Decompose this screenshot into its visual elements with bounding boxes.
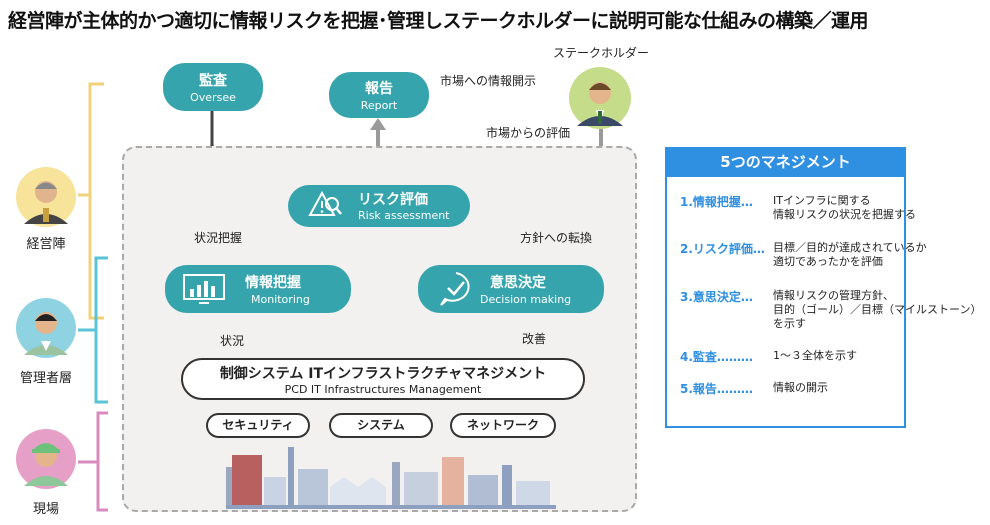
label-status: 状況 — [220, 334, 245, 348]
panel-item-1-value: ITインフラに関する情報リスクの状況を把握する — [773, 194, 916, 221]
risk-label: リスク評価 — [358, 192, 428, 208]
report-sublabel: Report — [360, 99, 398, 112]
panel-item-3-value: 情報リスクの管理方針、目的（ゴール）／目標（マイルストーン）を示す — [773, 289, 982, 330]
panel-item-2-key: 2.リスク評価… — [680, 242, 765, 256]
subsystem-network: ネットワーク — [450, 413, 556, 438]
manager-avatar — [14, 297, 78, 363]
node-it-management: 制御システム ITインフラストラクチャマネジメント PCD IT Infrast… — [181, 358, 585, 400]
field-avatar — [14, 428, 78, 494]
monitoring-sublabel: Monitoring — [251, 293, 310, 306]
monitor-chart-icon — [183, 274, 225, 304]
executive-avatar — [14, 166, 78, 232]
panel-item-4-key: 4.監査……… — [680, 350, 753, 364]
node-audit: 監査 Oversee — [163, 63, 263, 111]
field-bracket — [96, 411, 108, 512]
check-bubble-icon — [440, 272, 470, 306]
panel-item-4-value: 1～３全体を示す — [773, 349, 857, 362]
role-manager: 管理者層 — [19, 371, 72, 386]
decision-sublabel: Decision making — [480, 293, 572, 306]
subsystem-security: セキュリティ — [206, 413, 310, 438]
role-field: 現場 — [32, 502, 59, 517]
monitoring-label: 情報把握 — [245, 275, 301, 291]
node-risk-assessment: リスク評価 Risk assessment — [288, 185, 470, 227]
role-executive: 経営陣 — [26, 237, 66, 252]
audit-label: 監査 — [199, 73, 227, 89]
label-disclose: 市場への情報開示 — [440, 74, 537, 88]
node-monitoring: 情報把握 Monitoring — [165, 265, 351, 313]
mgmt-sublabel: PCD IT Infrastructures Management — [284, 383, 482, 396]
label-evaluation: 市場からの評価 — [486, 126, 571, 140]
panel-item-3-key: 3.意思決定… — [680, 290, 753, 304]
stakeholder-avatar — [567, 66, 633, 134]
label-improve: 改善 — [522, 332, 547, 346]
report-label: 報告 — [365, 81, 393, 97]
panel-header: 5つのマネジメント — [665, 147, 906, 177]
manager-bracket — [94, 256, 108, 404]
node-decision: 意思決定 Decision making — [418, 265, 604, 313]
page-title: 経営陣が主体的かつ適切に情報リスクを把握･管理しステークホルダーに説明可能な仕組… — [8, 10, 869, 32]
panel-item-2-value: 目標／目的が達成されているか適切であったかを評価 — [773, 241, 927, 268]
panel-item-5-value: 情報の開示 — [773, 381, 828, 394]
decision-label: 意思決定 — [490, 275, 546, 291]
node-report: 報告 Report — [329, 72, 429, 118]
risk-search-icon — [308, 190, 342, 216]
panel-item-5-key: 5.報告……… — [680, 382, 753, 396]
label-policy: 方針への転換 — [520, 231, 593, 245]
stakeholder-label: ステークホルダー — [553, 46, 650, 60]
risk-sublabel: Risk assessment — [358, 209, 450, 222]
label-grasp: 状況把握 — [194, 231, 243, 245]
mgmt-label: 制御システム ITインフラストラクチャマネジメント — [219, 366, 547, 382]
factory-illustration — [226, 447, 556, 509]
subsystem-system: システム — [329, 413, 433, 438]
audit-sublabel: Oversee — [190, 91, 236, 104]
panel-item-1-key: 1.情報把握… — [680, 195, 753, 209]
